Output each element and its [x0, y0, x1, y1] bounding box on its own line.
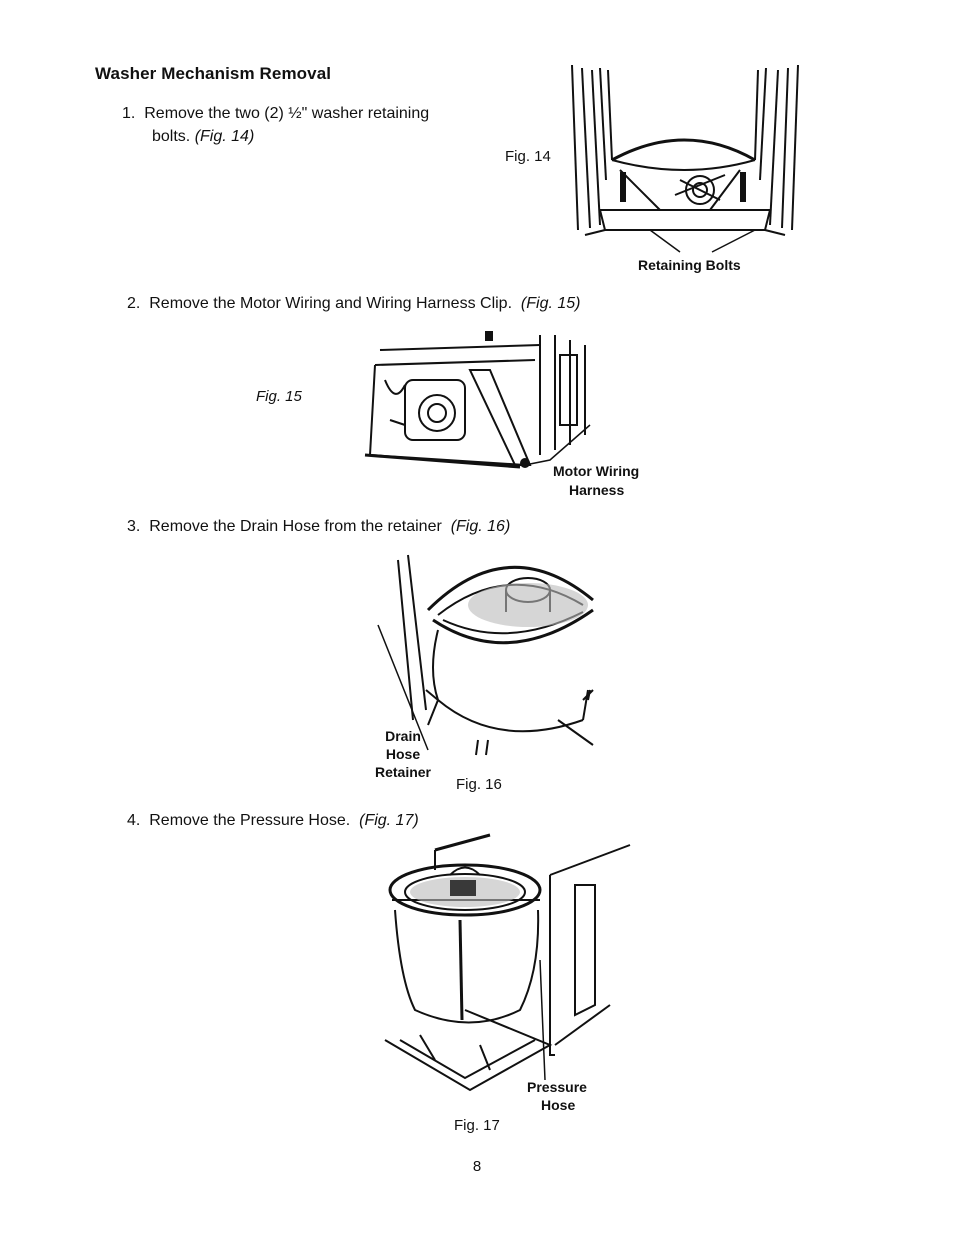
step-4-number: 4.: [127, 812, 141, 829]
step-2-fig-ref: (Fig. 15): [520, 295, 581, 312]
fig16-label-line3: Retainer: [374, 764, 432, 780]
step-3-fig-ref: (Fig. 16): [450, 518, 511, 535]
fig14-caption: Fig. 14: [505, 148, 551, 165]
step-1-number: 1.: [122, 105, 136, 122]
step-4-text: Remove the Pressure Hose.: [149, 812, 351, 829]
step-1-line2: bolts. (Fig. 14): [152, 125, 254, 148]
fig17-label-line2: Hose: [541, 1097, 576, 1113]
fig15-label-line1: Motor Wiring: [553, 463, 640, 479]
step-3-number: 3.: [127, 518, 141, 535]
step-4: 4. Remove the Pressure Hose. (Fig. 17): [127, 809, 419, 832]
step-2: 2. Remove the Motor Wiring and Wiring Ha…: [127, 292, 581, 315]
step-3: 3. Remove the Drain Hose from the retain…: [127, 515, 510, 538]
fig16-illustration: [378, 550, 600, 765]
fig15-illustration: [365, 331, 600, 475]
step-1-text-line1: Remove the two (2) ½" washer retaining: [144, 105, 430, 122]
step-1: 1. Remove the two (2) ½" washer retainin…: [122, 102, 429, 125]
fig14-label: Retaining Bolts: [638, 257, 741, 273]
fig17-illustration: [380, 830, 640, 1100]
fig16-label: Drain Hose Retainer: [365, 727, 441, 781]
section-title: Washer Mechanism Removal: [95, 64, 332, 83]
fig17-caption: Fig. 17: [454, 1117, 500, 1134]
step-4-fig-ref: (Fig. 17): [359, 812, 419, 829]
step-1-text-line2: bolts.: [152, 128, 191, 145]
fig14-illustration: [560, 60, 810, 255]
fig17-label-line1: Pressure: [527, 1079, 587, 1095]
fig16-caption: Fig. 16: [456, 776, 502, 793]
page-number: 8: [472, 1158, 482, 1175]
fig16-label-line2: Hose: [385, 746, 421, 762]
step-3-text: Remove the Drain Hose from the retainer: [149, 518, 442, 535]
fig16-label-line1: Drain: [385, 728, 421, 744]
fig15-label-line2: Harness: [569, 482, 625, 498]
step-2-number: 2.: [127, 295, 141, 312]
step-1-fig-ref: (Fig. 14): [194, 128, 255, 145]
fig15-caption: Fig. 15: [256, 388, 302, 405]
step-2-text: Remove the Motor Wiring and Wiring Harne…: [149, 295, 513, 312]
